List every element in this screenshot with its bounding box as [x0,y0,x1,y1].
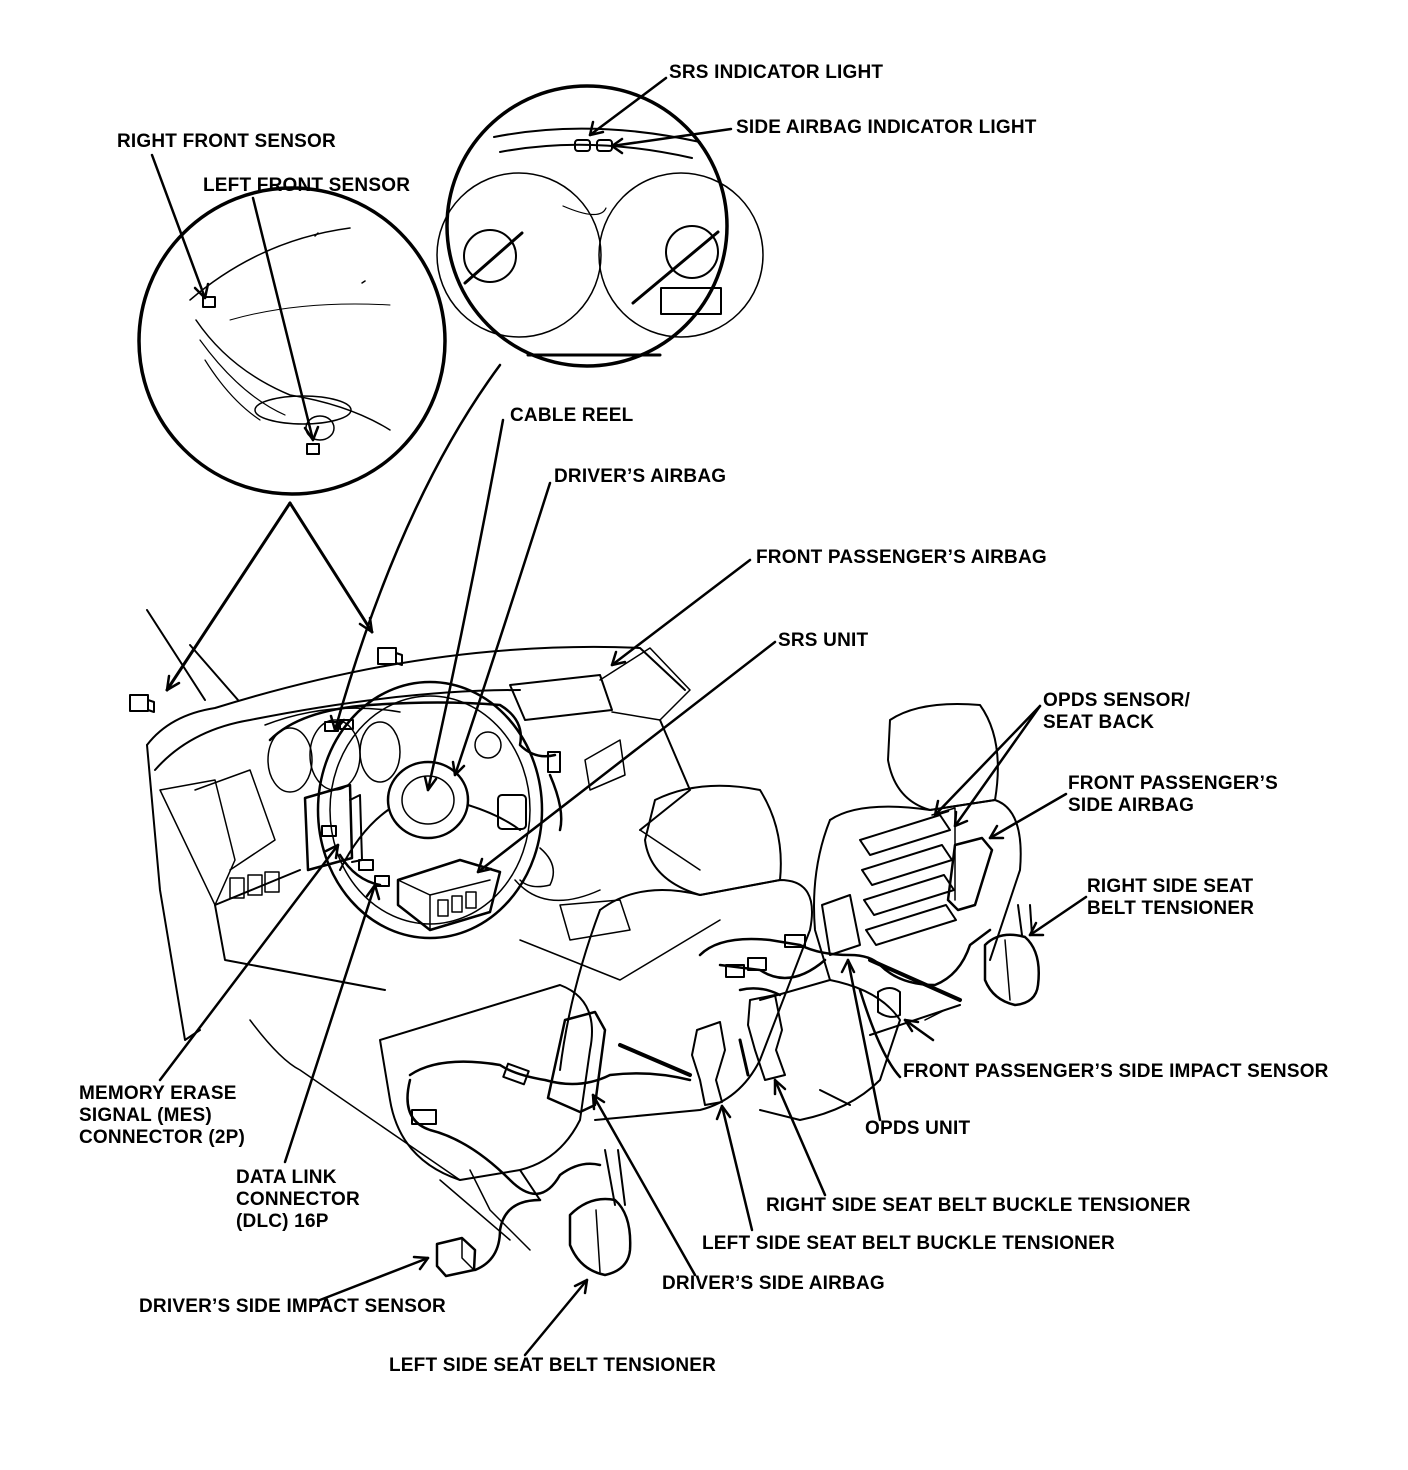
drivers-side-impact-sensor-label: DRIVER’S SIDE IMPACT SENSOR [139,1296,446,1317]
cable-reel-label: CABLE REEL [510,405,634,426]
drivers-airbag-module [386,760,470,840]
mes-connector-icon [358,859,374,871]
opds-unit-label: OPDS UNIT [865,1118,971,1139]
front-passengers-side-airbag-icon [946,836,994,912]
front-passengers-side-airbag-label: FRONT PASSENGER’S SIDE AIRBAG [1068,773,1278,816]
right-side-seat-belt-tensioner-icon [983,904,1040,1007]
front-passengers-side-impact-sensor-label: FRONT PASSENGER’S SIDE IMPACT SENSOR [903,1061,1329,1082]
memory-erase-signal-connector-label: MEMORY ERASE SIGNAL (MES) CONNECTOR (2P) [79,1083,246,1148]
drivers-airbag-label: DRIVER’S AIRBAG [554,466,727,487]
side-airbag-indicator-light-label: SIDE AIRBAG INDICATOR LIGHT [736,117,1037,138]
opds-unit-icon [821,894,901,1018]
right-side-seat-belt-buckle-tensioner-label: RIGHT SIDE SEAT BELT BUCKLE TENSIONER [766,1195,1191,1216]
srs-unit [396,858,502,932]
leader-lines [150,76,1088,1357]
srs-indicator-light-icon [574,139,591,152]
front-sensor-connector-right [377,647,403,666]
dlc-connector-icon [374,875,390,887]
right-front-sensor-icon [202,296,216,308]
opds-sensor-seat-back-icon [859,807,957,946]
left-front-sensor-label: LEFT FRONT SENSOR [203,175,411,196]
instrument-cluster-inset [436,84,764,368]
drivers-side-impact-sensor-icon [435,1236,477,1278]
left-side-seat-belt-buckle-tensioner-label: LEFT SIDE SEAT BELT BUCKLE TENSIONER [702,1233,1115,1254]
left-side-seat-belt-tensioner-icon [568,1149,632,1277]
right-side-seat-belt-buckle-tensioner-icon [738,994,786,1081]
srs-indicator-light-label: SRS INDICATOR LIGHT [669,62,884,83]
right-side-seat-belt-tensioner-label: RIGHT SIDE SEAT BELT TENSIONER [1087,876,1255,919]
opds-sensor-seat-back-label: OPDS SENSOR/ SEAT BACK [1043,690,1191,733]
fuse-box [303,783,363,872]
front-passengers-airbag-label: FRONT PASSENGER’S AIRBAG [756,547,1047,568]
srs-unit-label: SRS UNIT [778,630,869,651]
data-link-connector-label: DATA LINK CONNECTOR (DLC) 16P [236,1167,360,1232]
left-side-seat-belt-buckle-tensioner-icon [618,1021,726,1106]
driver-seat [249,784,813,1251]
drivers-side-airbag-icon [546,1010,607,1114]
dashboard-assembly [146,609,721,1041]
drivers-side-airbag-label: DRIVER’S SIDE AIRBAG [662,1273,885,1294]
front-sensor-connector-left [129,694,155,713]
right-front-sensor-label: RIGHT FRONT SENSOR [117,131,336,152]
left-side-seat-belt-tensioner-label: LEFT SIDE SEAT BELT TENSIONER [389,1355,717,1376]
left-front-sensor-icon [306,443,320,455]
front-sensor-inset [137,186,447,692]
